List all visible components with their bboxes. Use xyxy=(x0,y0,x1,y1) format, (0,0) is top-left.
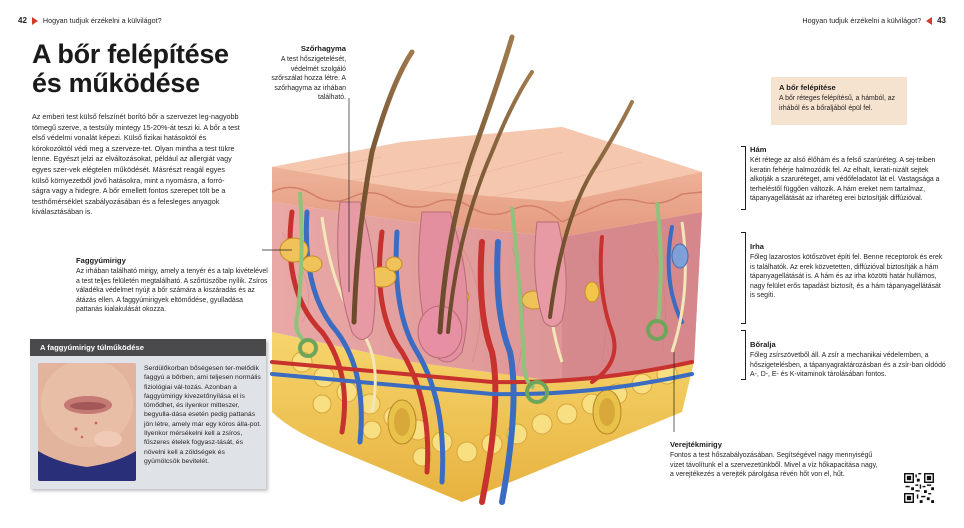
right-arrow-icon xyxy=(926,16,933,25)
sweat-glands xyxy=(294,191,668,404)
qr-code[interactable] xyxy=(904,473,934,503)
epidermis-heading: Hám xyxy=(750,145,767,154)
epidermis-bracket xyxy=(741,146,746,210)
hair-bulb-annotation: Szőrhagyma A test hőszigetelését, védelm… xyxy=(262,44,346,103)
info-box-text: Serdülőkorban bőségesen ter-melődik fagg… xyxy=(144,365,262,465)
left-running-header: 42 Hogyan tudjuk érzékelni a külvilágot? xyxy=(18,16,162,25)
right-page-number: 43 xyxy=(937,16,946,25)
dermis-bracket xyxy=(741,232,746,324)
hypodermis-layer xyxy=(272,332,694,502)
hypodermis-text: Főleg zsírszövetből áll. A zsír a mechan… xyxy=(750,352,946,379)
page-title-line2: és működése xyxy=(32,68,200,98)
epidermis-text: Két rétege az alsó élőhám és a felső sza… xyxy=(750,157,940,203)
right-running-title: Hogyan tudjuk érzékelni a külvilágot? xyxy=(802,16,922,25)
info-box: A faggyúmirigy túlműködése Serdülőkorban… xyxy=(30,339,266,489)
dermis-annotation: Irha Főleg lazarostos kötőszövet építi f… xyxy=(750,242,946,301)
sweat-gland-text: Fontos a test hőszabályozásában. Segítsé… xyxy=(670,452,878,479)
dermis-heading: Irha xyxy=(750,242,764,251)
sebaceous-gland-annotation: Faggyúmirigy Az irhában található mirigy… xyxy=(76,256,268,315)
skin-structure-heading: A bőr felépítése xyxy=(779,83,836,92)
page-title-line1: A bőr felépítése xyxy=(32,39,229,69)
callout-lines xyxy=(262,98,675,432)
skin-structure-box: A bőr felépítése A bőr réteges felépítés… xyxy=(771,77,907,125)
left-running-title: Hogyan tudjuk érzékelni a külvilágot? xyxy=(42,16,162,25)
skin-structure-text: A bőr réteges felépítésű, a hámból, az i… xyxy=(779,95,896,112)
info-box-title: A faggyúmirigy túlműködése xyxy=(30,339,266,356)
blood-vessels xyxy=(270,209,694,505)
left-page-number: 42 xyxy=(18,16,27,25)
hair-bulb-heading: Szőrhagyma xyxy=(300,44,346,53)
sebaceous-gland-text: Az irhában található mirigy, amely a ten… xyxy=(76,268,268,314)
sweat-gland-heading: Verejtékmirigy xyxy=(670,440,722,449)
skin-cross-section-illustration xyxy=(262,34,703,505)
hairs xyxy=(351,34,634,335)
sweat-gland-annotation: Verejtékmirigy Fontos a test hőszabályoz… xyxy=(670,440,880,480)
right-running-header: Hogyan tudjuk érzékelni a külvilágot? 43 xyxy=(802,16,946,25)
sebaceous-gland-heading: Faggyúmirigy xyxy=(76,256,126,265)
hypodermis-heading: Bőralja xyxy=(750,340,776,349)
intro-paragraph: Az emberi test külső felszínét borító bő… xyxy=(32,112,240,217)
dermis-text: Főleg lazarostos kötőszövet építi fel. B… xyxy=(750,254,943,300)
teen-acne-chin-photo xyxy=(38,363,136,481)
hypodermis-bracket xyxy=(741,330,746,380)
epidermis-annotation: Hám Két rétege az alsó élőhám és a felső… xyxy=(750,145,946,204)
hair-bulb-text: A test hőszigetelését, védelmét szolgáló… xyxy=(271,56,346,102)
left-arrow-icon xyxy=(31,16,38,25)
hypodermis-annotation: Bőralja Főleg zsírszövetből áll. A zsír … xyxy=(750,340,950,380)
receptors xyxy=(584,243,689,303)
page-title: A bőr felépítése és működése xyxy=(32,40,229,98)
